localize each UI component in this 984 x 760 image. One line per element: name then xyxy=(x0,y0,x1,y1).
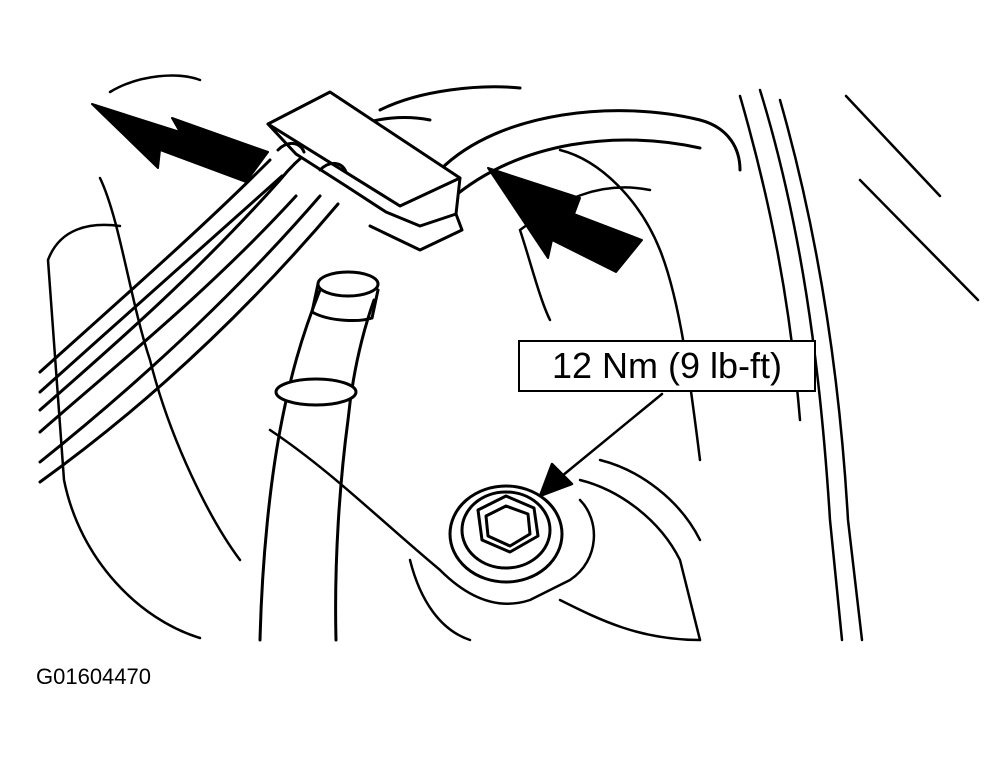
hose-fitting-body xyxy=(310,282,380,322)
vertical-hose xyxy=(258,270,380,642)
clip-body xyxy=(266,90,462,228)
cable-2-top xyxy=(38,194,322,464)
leader-arrowhead xyxy=(538,462,574,498)
bolt-assembly xyxy=(448,484,564,584)
clip-top-face xyxy=(266,122,462,208)
figure-id: G01604470 xyxy=(36,664,151,689)
bolt-hex-top xyxy=(484,504,532,548)
hose-right-edge xyxy=(334,298,376,642)
right-arrow-icon xyxy=(487,167,643,273)
bolt-washer-inner xyxy=(460,490,552,570)
cable-1-bottom xyxy=(38,194,298,434)
cable-upper-right-2 xyxy=(448,138,702,202)
leader-line xyxy=(560,392,664,478)
torque-callout: 12 Nm (9 lb-ft) xyxy=(518,340,816,392)
cable-clip xyxy=(266,90,464,252)
lower-bracket-edge xyxy=(408,558,702,642)
top-curve xyxy=(108,74,202,94)
hose-fitting-top xyxy=(316,270,380,298)
right-hose xyxy=(578,458,702,642)
cable-upper-right-3 xyxy=(378,85,522,112)
right-panel-edge-2 xyxy=(778,98,864,642)
hose-fitting-ring xyxy=(274,377,358,407)
far-right-line-2 xyxy=(858,178,980,302)
clip-slot xyxy=(276,142,348,174)
torque-leader xyxy=(538,392,664,498)
left-arrow-icon xyxy=(91,103,269,183)
cable-3-top xyxy=(38,158,272,374)
left-housing-inner xyxy=(98,176,242,562)
far-right-line xyxy=(844,94,942,198)
cable-3-bottom xyxy=(38,174,284,394)
clip-lower-tab xyxy=(368,212,464,252)
right-panel-edge-1 xyxy=(758,88,844,642)
cable-bundle xyxy=(38,85,742,484)
cable-2-bottom xyxy=(38,202,340,484)
cable-upper-right xyxy=(438,109,742,172)
left-housing-outline xyxy=(46,223,202,640)
hose-left-edge xyxy=(258,288,322,642)
mid-structure xyxy=(558,148,702,462)
